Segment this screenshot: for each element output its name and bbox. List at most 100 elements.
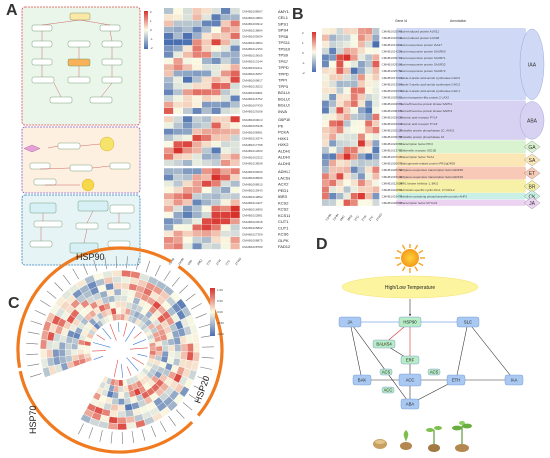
heatmap-cell <box>94 406 104 415</box>
heatmap-cell <box>98 421 109 429</box>
heatmap-cell <box>365 120 373 127</box>
heatmap-cell <box>322 173 329 180</box>
heatmap-cell <box>350 127 358 134</box>
heatmap-cell <box>358 146 365 154</box>
heatmap-cell <box>161 339 169 346</box>
heatmap-cell <box>129 377 136 384</box>
dendrogram-branch <box>92 350 107 352</box>
gene-name-label: IBR3 <box>278 194 288 199</box>
gene-id-label: CMHB1019005 <box>242 53 263 57</box>
heatmap-cell <box>192 58 202 64</box>
heatmap-cell <box>192 135 202 141</box>
dendrogram-branch <box>126 366 132 376</box>
gene-name-label: SPS1 <box>278 21 289 26</box>
heatmap-cell <box>192 168 202 175</box>
heatmap-cell <box>336 120 344 127</box>
heatmap-cell <box>52 349 60 358</box>
heatmap-cell <box>329 166 337 173</box>
heatmap-cell <box>211 224 221 231</box>
pathway-node <box>99 24 121 32</box>
column-label: 70HM <box>325 213 333 222</box>
heatmap-cell <box>78 354 85 360</box>
gene-label-mark <box>104 257 108 270</box>
heatmap-cell <box>164 20 174 27</box>
heatmap-cell <box>350 54 358 61</box>
heatmap-cell <box>75 313 84 322</box>
heatmap-cell <box>211 147 221 154</box>
heatmap-cell <box>211 83 221 89</box>
heatmap-cell <box>230 212 240 218</box>
heatmap-cell <box>109 301 116 309</box>
heatmap-cell <box>358 186 365 193</box>
heatmap-cell <box>192 14 202 21</box>
node-acc-small <box>381 386 395 394</box>
heatmap-cell <box>221 39 231 46</box>
sun-ray <box>401 266 406 272</box>
heatmap-cell <box>112 276 122 283</box>
heatmap-cell <box>336 41 344 48</box>
heatmap-cell <box>230 135 240 141</box>
heatmap-cell <box>372 120 380 127</box>
heatmap-cell <box>166 306 176 317</box>
heatmap-cell <box>192 122 202 129</box>
heatmap-cell <box>173 174 183 181</box>
annotation-band <box>396 100 526 140</box>
heatmap-cell <box>101 310 108 318</box>
heatmap-cell <box>329 179 337 187</box>
heatmap-cell <box>155 387 165 397</box>
heatmap-cell <box>372 41 380 48</box>
heatmap-cell <box>183 101 193 108</box>
heatmap-cell <box>93 306 101 315</box>
heatmap-cell <box>336 160 344 167</box>
seed-icon <box>373 439 387 449</box>
heatmap-cell <box>192 128 202 135</box>
group-label: BR <box>529 184 536 190</box>
heatmap-cell <box>164 116 174 123</box>
heatmap-cell <box>77 349 84 355</box>
heatmap-cell <box>47 357 55 367</box>
scale-tick-label: -1 <box>150 37 153 41</box>
heatmap-cell <box>350 113 358 121</box>
heatmap-cell <box>65 342 72 350</box>
heatmap-cell <box>358 179 365 187</box>
heatmap-cell <box>141 315 149 324</box>
dendrogram-branch <box>131 356 145 365</box>
heatmap-cell <box>146 401 157 411</box>
heatmap-cell <box>322 67 329 74</box>
heatmap-cell <box>322 87 329 94</box>
heatmap-cell <box>169 380 179 390</box>
heatmap-cell <box>343 153 351 160</box>
heatmap-cell <box>230 26 240 33</box>
heatmap-cell <box>165 363 173 371</box>
panel-a-gene-labels: CMHB1008067AMY1.1CMHB1014884CEL1CMHB1003… <box>242 9 290 249</box>
heatmap-cell <box>164 168 174 175</box>
heatmap-cell <box>221 20 231 27</box>
annotation-label: Probable protein phosphatase 2C, AHG1 <box>400 129 455 133</box>
heatmap-cell <box>202 58 212 64</box>
heatmap-cell <box>65 349 72 356</box>
heatmap-cell <box>117 411 126 418</box>
heatmap-cell <box>186 314 196 326</box>
gene-id-label: CMHB1014603 <box>242 149 263 153</box>
heatmap-cell <box>329 87 337 94</box>
heatmap-cell <box>130 271 141 279</box>
heatmap-cell <box>350 34 358 41</box>
heatmap-cell <box>86 295 96 305</box>
heatmap-cell <box>80 317 89 326</box>
heatmap-cell <box>192 39 202 46</box>
heatmap-cell <box>192 108 202 114</box>
heatmap-cell <box>372 166 380 173</box>
heatmap-cell <box>173 20 183 27</box>
heatmap-cell <box>173 101 183 108</box>
heatmap-cell <box>322 160 329 167</box>
heatmap-cell <box>202 70 212 77</box>
heatmap-cell <box>107 422 118 430</box>
heatmap-cell <box>336 54 344 61</box>
heatmap-cell <box>329 47 337 55</box>
heatmap-cell <box>75 327 83 335</box>
heatmap-cell <box>343 34 351 41</box>
heatmap-cell <box>221 160 231 166</box>
heatmap-cell <box>145 282 156 291</box>
heatmap-cell <box>152 412 163 422</box>
gene-id-label: CMHB1020159 <box>382 168 403 172</box>
